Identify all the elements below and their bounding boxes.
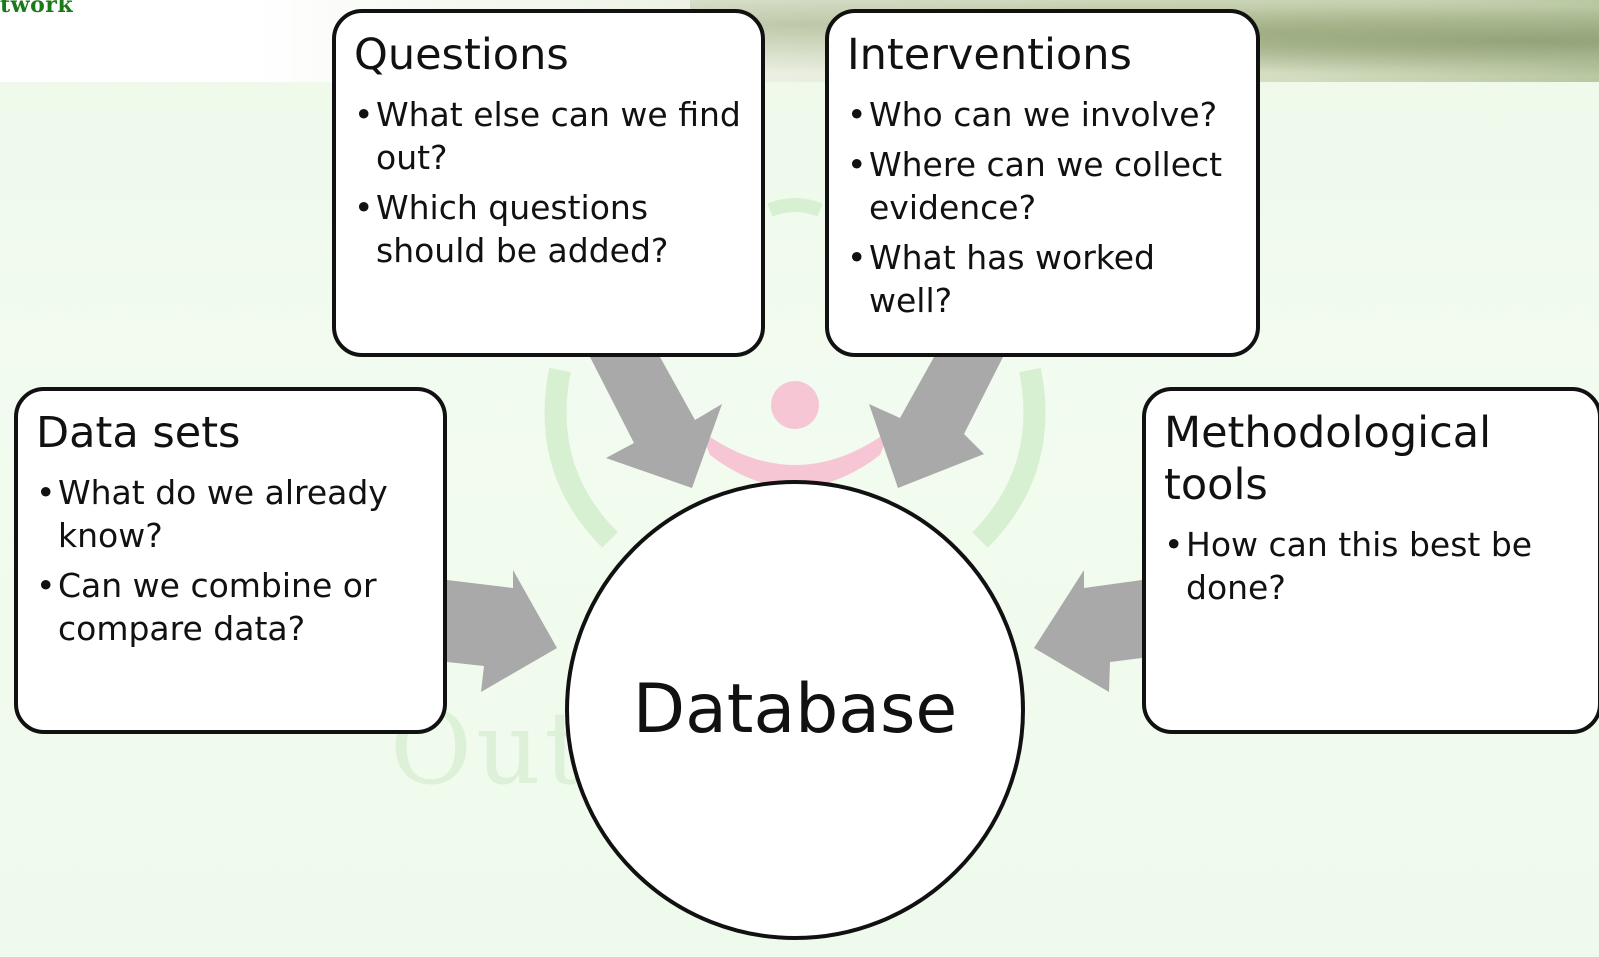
arrow-questions-to-database [590, 357, 722, 488]
interventions-item: What has worked well? [847, 236, 1238, 322]
database-label: Database [633, 670, 957, 749]
methodological-item: How can this best be done? [1164, 523, 1580, 609]
network-title-fragment: twork [0, 0, 74, 18]
methodological-title: Methodological tools [1164, 408, 1492, 510]
datasets-list: What do we already know? Can we combine … [36, 471, 425, 650]
questions-title: Questions [354, 30, 569, 80]
interventions-item: Where can we collect evidence? [847, 143, 1238, 229]
datasets-title: Data sets [36, 408, 241, 458]
interventions-item: Who can we involve? [847, 93, 1238, 136]
datasets-box: Data sets What do we already know? Can w… [14, 387, 447, 734]
questions-item: What else can we find out? [354, 93, 743, 179]
arrow-methodological-to-database [1034, 570, 1142, 692]
interventions-box: Interventions Who can we involve? Where … [825, 9, 1260, 357]
methodological-list: How can this best be done? [1164, 523, 1580, 609]
methodological-box: Methodological tools How can this best b… [1142, 387, 1599, 734]
questions-item: Which questions should be added? [354, 186, 743, 272]
arrow-datasets-to-database [447, 570, 557, 692]
arrow-interventions-to-database [869, 357, 1003, 488]
interventions-title: Interventions [847, 30, 1132, 80]
datasets-item: Can we combine or compare data? [36, 564, 425, 650]
database-circle [565, 480, 1025, 940]
interventions-list: Who can we involve? Where can we collect… [847, 93, 1238, 322]
questions-list: What else can we find out? Which questio… [354, 93, 743, 272]
header-banner [0, 0, 1599, 82]
questions-box: Questions What else can we find out? Whi… [332, 9, 765, 357]
datasets-item: What do we already know? [36, 471, 425, 557]
watermark-logo-icon [544, 198, 1046, 548]
